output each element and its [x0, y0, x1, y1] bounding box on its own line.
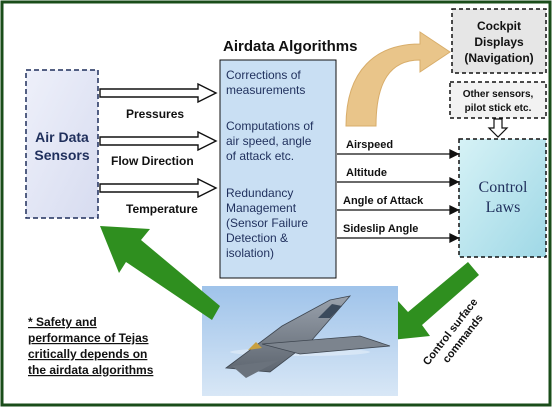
note-line2: performance of Tejas	[28, 331, 149, 345]
algo-item-1-line2: measurements	[226, 83, 305, 97]
input-label-temperature: Temperature	[126, 202, 198, 216]
down-arrow-to-control-laws	[487, 118, 509, 138]
input-arrow-flow-direction	[99, 130, 218, 152]
cockpit-line1: Cockpit	[477, 19, 521, 33]
algo-item-2-line3: of attack etc.	[226, 149, 294, 163]
sensors-label-line1: Air Data	[35, 129, 89, 145]
airdata-algorithms-box	[219, 59, 337, 279]
input-arrow-pressures	[99, 82, 218, 104]
output-label-airspeed: Airspeed	[346, 139, 393, 151]
other-sensors-line1: Other sensors,	[463, 89, 534, 100]
algo-item-2-line1: Computations of	[226, 119, 314, 133]
algo-item-2-line2: air speed, angle	[226, 134, 312, 148]
algo-item-3-line1: Redundancy	[226, 186, 293, 200]
output-arrows	[337, 148, 460, 244]
output-label-altitude: Altitude	[346, 167, 387, 179]
algo-item-3-line2: Management	[226, 201, 297, 215]
control-laws-box	[458, 138, 547, 258]
algorithm-items: Corrections of measurements Computations…	[226, 68, 314, 260]
output-labels: Airspeed Altitude Angle of Attack Sidesl…	[343, 139, 424, 235]
output-label-angle-of-attack: Angle of Attack	[343, 195, 424, 207]
output-label-sideslip-angle: Sideslip Angle	[343, 223, 418, 235]
note-line4: the airdata algorithms	[28, 363, 154, 377]
input-label-flow-direction: Flow Direction	[111, 154, 194, 168]
green-arrow-feedback	[100, 226, 220, 320]
note-line1: * Safety and	[28, 315, 97, 329]
cockpit-line3: (Navigation)	[464, 51, 533, 65]
aircraft-photo	[202, 286, 398, 396]
cockpit-displays-box	[451, 8, 547, 74]
other-sensors-box	[449, 81, 547, 119]
sensors-label-line2: Sensors	[34, 147, 89, 163]
tejas-jet-icon	[224, 295, 391, 378]
control-laws-line1: Control	[479, 179, 528, 196]
output-arrowhead-sideslip-angle	[449, 232, 460, 244]
output-arrowhead-airspeed	[449, 148, 460, 160]
input-label-pressures: Pressures	[126, 107, 184, 121]
algo-item-3-line4: Detection &	[226, 231, 288, 245]
algo-item-3-line5: isolation)	[226, 246, 274, 260]
note-line3: critically depends on	[28, 347, 147, 361]
algo-item-1-line1: Corrections of	[226, 68, 301, 82]
diagram-title: Airdata Algorithms	[223, 38, 357, 55]
input-arrow-temperature	[99, 177, 218, 199]
other-sensors-line2: pilot stick etc.	[465, 103, 532, 114]
algo-item-3-line3: (Sensor Failure	[226, 216, 308, 230]
safety-note: * Safety and performance of Tejas critic…	[28, 315, 154, 377]
cockpit-line2: Displays	[474, 35, 524, 49]
output-arrowhead-altitude	[449, 176, 460, 188]
curved-arrow-to-cockpit	[345, 31, 451, 127]
air-data-sensors-box	[25, 69, 99, 219]
control-laws-line2: Laws	[486, 199, 521, 216]
green-arrow-commands	[391, 262, 479, 340]
output-arrowhead-angle-of-attack	[449, 204, 460, 216]
